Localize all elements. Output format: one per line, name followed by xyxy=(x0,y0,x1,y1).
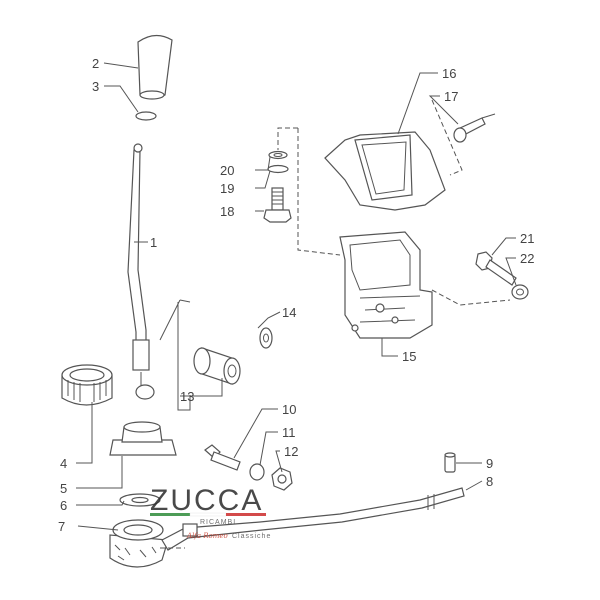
washer-11 xyxy=(249,463,265,481)
callout-19: 19 xyxy=(220,181,234,196)
callout-11: 11 xyxy=(282,425,296,440)
callout-12: 12 xyxy=(284,444,298,459)
shift-rod xyxy=(161,487,465,551)
watermark-brand: ZUCCA xyxy=(150,484,263,517)
callout-8: 8 xyxy=(486,474,493,489)
callout-3: 3 xyxy=(92,79,99,94)
assembly-line xyxy=(431,99,463,176)
lever-housing xyxy=(109,421,177,456)
callout-2: 2 xyxy=(92,56,99,71)
callout-5: 5 xyxy=(60,481,67,496)
callout-4: 4 xyxy=(60,456,67,471)
callout-13: 13 xyxy=(180,389,194,404)
assembly-line xyxy=(277,127,298,150)
switch-17 xyxy=(453,113,496,143)
flag-stripe-white xyxy=(189,512,227,517)
assembly-line xyxy=(297,128,341,256)
callout-16: 16 xyxy=(442,66,456,81)
watermark-sub: Classiche xyxy=(232,533,271,540)
callout-20: 20 xyxy=(220,163,234,178)
gaiter-16 xyxy=(324,131,446,211)
washer-22 xyxy=(511,284,529,300)
callout-18: 18 xyxy=(220,204,234,219)
flag-stripe-red xyxy=(226,513,266,516)
flag-stripe-green xyxy=(150,513,190,516)
gear-knob xyxy=(137,34,173,100)
bolt-10 xyxy=(204,444,241,471)
assembly-line xyxy=(431,289,511,306)
leader-lines xyxy=(76,62,517,531)
watermark-logo: ZUCCA RICAMBI Alfa Romeo Classiche xyxy=(150,484,271,540)
pin xyxy=(444,452,456,473)
rod-cup xyxy=(109,519,169,568)
gear-lever xyxy=(127,143,155,400)
knob-washer xyxy=(135,111,157,121)
callout-1: 1 xyxy=(150,235,157,250)
bush-13 xyxy=(193,347,241,385)
washer-19 xyxy=(267,164,289,174)
callout-6: 6 xyxy=(60,498,67,513)
callout-15: 15 xyxy=(402,349,416,364)
callout-9: 9 xyxy=(486,456,493,471)
callout-21: 21 xyxy=(520,231,534,246)
ring-bush xyxy=(61,364,113,406)
washer-14 xyxy=(259,327,273,349)
bolt-21 xyxy=(475,251,517,286)
bracket-15 xyxy=(339,231,433,339)
callout-17: 17 xyxy=(444,89,458,104)
callout-22: 22 xyxy=(520,251,534,266)
bolt-18 xyxy=(263,187,292,223)
callout-7: 7 xyxy=(58,519,65,534)
washer-20 xyxy=(268,150,288,160)
callout-10: 10 xyxy=(282,402,296,417)
callout-14: 14 xyxy=(282,305,296,320)
watermark-tagline: RICAMBI xyxy=(200,519,236,526)
watermark-script: Alfa Romeo xyxy=(186,532,228,540)
nut-12 xyxy=(271,467,293,491)
